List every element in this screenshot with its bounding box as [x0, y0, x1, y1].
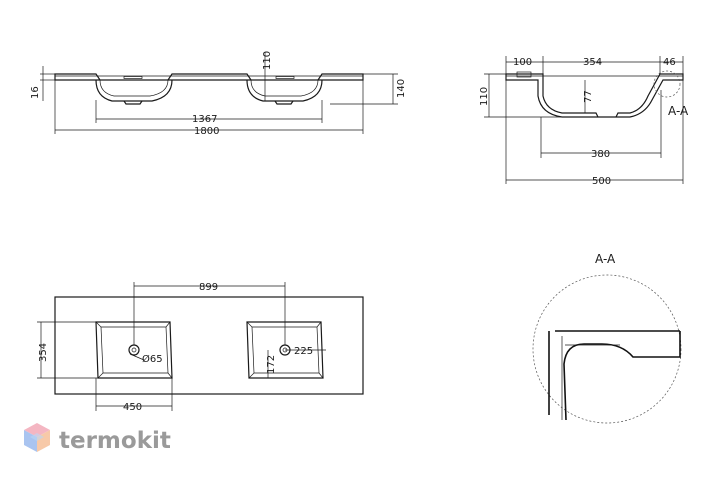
dim-top-drain-offset-y: 225 — [294, 346, 313, 357]
dim-side-back-margin: 100 — [513, 57, 532, 68]
dim-front-total-length: 1800 — [194, 126, 219, 137]
dim-side-front-margin: 46 — [663, 57, 676, 68]
front-view — [40, 52, 398, 134]
detail-title: A-A — [595, 252, 616, 266]
dim-side-total-depth: 500 — [592, 176, 611, 187]
top-view — [37, 282, 364, 411]
dim-side-inner-depth: 77 — [583, 90, 594, 103]
dim-top-drain-offset-x: 172 — [266, 355, 277, 374]
logo-cube-icon — [24, 423, 50, 452]
dim-front-inner-length: 1367 — [192, 114, 217, 125]
dim-front-basin-depth: 110 — [262, 51, 273, 70]
logo-text: termokit — [59, 428, 171, 454]
termokit-logo: termokit — [24, 423, 171, 454]
dim-top-basin-width: 354 — [38, 343, 49, 362]
dim-front-thickness: 16 — [30, 86, 41, 99]
dim-top-drain-diameter: Ø65 — [142, 353, 163, 365]
dim-front-basin-height: 140 — [396, 79, 407, 98]
section-label-side: A-A — [668, 104, 689, 118]
dim-top-center-distance: 899 — [199, 282, 218, 293]
dim-side-basin-width: 354 — [583, 57, 602, 68]
dim-top-basin-length: 450 — [123, 402, 142, 413]
side-view — [484, 56, 684, 184]
dim-side-basin-depth: 110 — [479, 87, 490, 106]
dimension-labels: 16 140 110 1367 1800 100 354 46 110 77 3… — [30, 51, 676, 413]
dim-side-bottom-width: 380 — [591, 149, 610, 160]
detail-view — [532, 274, 682, 424]
